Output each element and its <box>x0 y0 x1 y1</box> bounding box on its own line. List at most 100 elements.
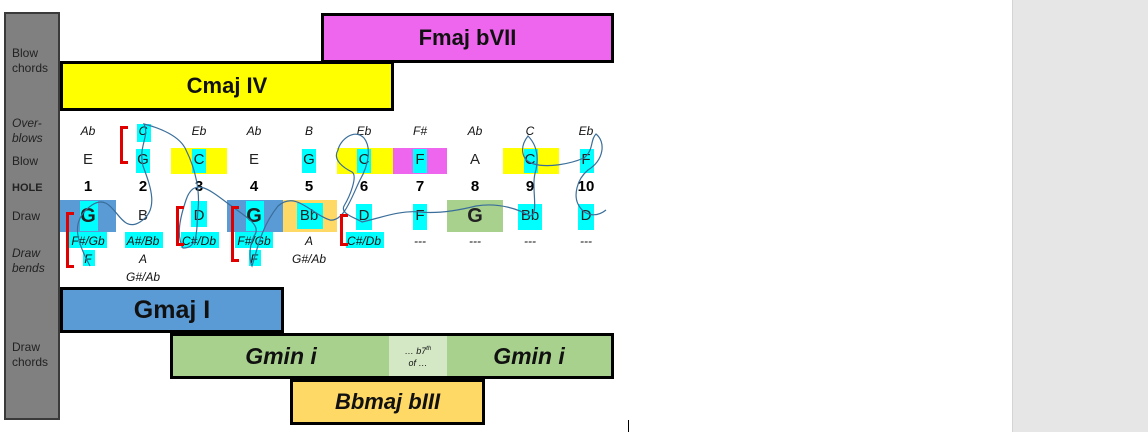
overblows-cell-8: Ab <box>467 124 483 138</box>
blow-chords-label: Blow chords <box>12 46 49 75</box>
draw-bends-label: Draw bends <box>12 246 45 275</box>
draw-bends-1-cell-3: C#/Db <box>181 234 216 248</box>
draw-cell-1: G <box>80 205 96 227</box>
holes-cell-1: 1 <box>83 178 93 195</box>
cyan-note-highlight-1 <box>137 124 151 142</box>
blow-cell-1: E <box>82 151 93 168</box>
cyan-note-highlight-4 <box>302 149 316 173</box>
cyan-note-highlight-13 <box>356 204 372 230</box>
overblows-cell-9: C <box>525 124 535 138</box>
gmaj-chord-label: Gmaj I <box>133 295 211 324</box>
draw-cell-7: F <box>415 207 425 224</box>
overblows-cell-1: Ab <box>80 124 96 138</box>
text-cursor <box>628 420 629 432</box>
draw-chords-label: Draw chords <box>12 340 49 369</box>
cyan-note-highlight-8 <box>580 149 594 173</box>
draw-bends-1-cell-9: --- <box>524 234 536 248</box>
bend-bracket-hole-2 <box>120 126 128 164</box>
blow-cell-8: A <box>469 151 480 168</box>
bend-bracket-hole-4 <box>231 206 239 262</box>
draw-bends-2-cell-5: G#/Ab <box>291 252 327 266</box>
cyan-note-highlight-11 <box>246 201 264 231</box>
cyan-note-highlight-10 <box>191 201 207 227</box>
cyan-note-highlight-3 <box>192 149 206 173</box>
blow-label: Blow <box>12 154 39 168</box>
draw-cell-2: B <box>137 207 148 224</box>
cyan-note-highlight-9 <box>80 201 98 231</box>
draw-cell-3: D <box>193 207 205 224</box>
gmaj-i-chord-box: Gmaj I <box>60 287 284 333</box>
cyan-note-highlight-18 <box>125 232 163 248</box>
gmin-right-label: Gmin i <box>493 342 565 369</box>
gmin-i-chord-box: Gmin i … b7th of … Gmin i <box>170 333 614 379</box>
cyan-note-highlight-7 <box>524 149 538 173</box>
draw-bends-2-cell-2: A <box>138 252 147 266</box>
gmin-left-label: Gmin i <box>245 342 317 369</box>
overblows-cell-10: Eb <box>578 124 594 138</box>
draw-bends-1-cell-2: A#/Bb <box>126 234 160 248</box>
cyan-note-highlight-15 <box>518 204 542 230</box>
blow-cell-3: C <box>193 151 205 168</box>
bend-bracket-hole-3 <box>176 206 184 246</box>
fmaj-chord-label: Fmaj bVII <box>418 25 517 50</box>
draw-cell-8: G <box>467 205 483 227</box>
draw-cell-4: G <box>246 205 262 227</box>
overblows-cell-7: F# <box>412 124 427 138</box>
draw-bends-2-cell-1: F <box>84 252 92 266</box>
draw-cell-10: D <box>580 207 592 224</box>
bend-bracket-hole-1 <box>66 212 74 268</box>
overblows-cell-6: Eb <box>356 124 372 138</box>
right-side-panel <box>1012 0 1148 432</box>
fmaj-bvii-chord-box: Fmaj bVII <box>321 13 614 63</box>
holes-cell-10: 10 <box>577 178 595 195</box>
holes-cell-2: 2 <box>138 178 148 195</box>
cyan-note-highlight-19 <box>181 232 219 248</box>
cyan-note-highlight-21 <box>346 232 384 248</box>
draw-bends-1-cell-10: --- <box>580 234 592 248</box>
overblows-cell-4: Ab <box>246 124 262 138</box>
cmaj-iv-chord-box: Cmaj IV <box>60 61 394 111</box>
blow-cell-5: G <box>303 151 315 168</box>
bend-bracket-hole-6 <box>340 214 348 246</box>
holes-cell-8: 8 <box>470 178 480 195</box>
holes-cell-9: 9 <box>525 178 535 195</box>
cmaj-chord-label: Cmaj IV <box>186 73 268 98</box>
cyan-note-highlight-6 <box>413 149 427 173</box>
cyan-note-highlight-5 <box>357 149 371 173</box>
draw-bends-1-cell-8: --- <box>469 234 481 248</box>
draw-bends-1-cell-4: F#/Gb <box>237 234 271 248</box>
draw-bends-1-cell-5: A <box>304 234 313 248</box>
overblows-label: Over- blows <box>12 116 43 145</box>
blow-cell-10: F <box>581 151 591 168</box>
draw-bends-1-cell-7: --- <box>414 234 426 248</box>
cyan-note-highlight-22 <box>83 250 95 266</box>
row-label-sidebar <box>4 12 60 420</box>
holes-cell-7: 7 <box>415 178 425 195</box>
draw-bends-1-cell-1: F#/Gb <box>71 234 105 248</box>
bbmaj-biii-chord-box: Bbmaj bIII <box>290 379 485 425</box>
blow-cell-6: C <box>358 151 370 168</box>
overblows-cell-5: B <box>304 124 313 138</box>
bbmaj-chord-label: Bbmaj bIII <box>334 389 441 414</box>
holes-cell-4: 4 <box>249 178 259 195</box>
cyan-note-highlight-2 <box>136 149 150 173</box>
blow-cell-2: G <box>137 151 149 168</box>
blow-cell-9: C <box>524 151 536 168</box>
holes-cell-5: 5 <box>304 178 314 195</box>
hole-label: HOLE <box>12 182 43 194</box>
cyan-note-highlight-23 <box>249 250 261 266</box>
cyan-note-highlight-14 <box>413 204 427 230</box>
holes-cell-6: 6 <box>359 178 369 195</box>
draw-cell-6: D <box>358 207 370 224</box>
draw-bends-3-cell-2: G#/Ab <box>125 270 161 284</box>
overblows-cell-2: C <box>138 124 148 138</box>
overblows-cell-3: Eb <box>191 124 207 138</box>
cyan-note-highlight-20 <box>235 232 273 248</box>
cyan-note-highlight-12 <box>297 203 323 229</box>
blow-cell-7: F <box>415 151 425 168</box>
draw-bends-1-cell-6: C#/Db <box>346 234 381 248</box>
b7th-note-cell: … b7th of … <box>389 336 447 376</box>
blow-cell-4: E <box>248 151 259 168</box>
draw-label: Draw <box>12 209 41 223</box>
